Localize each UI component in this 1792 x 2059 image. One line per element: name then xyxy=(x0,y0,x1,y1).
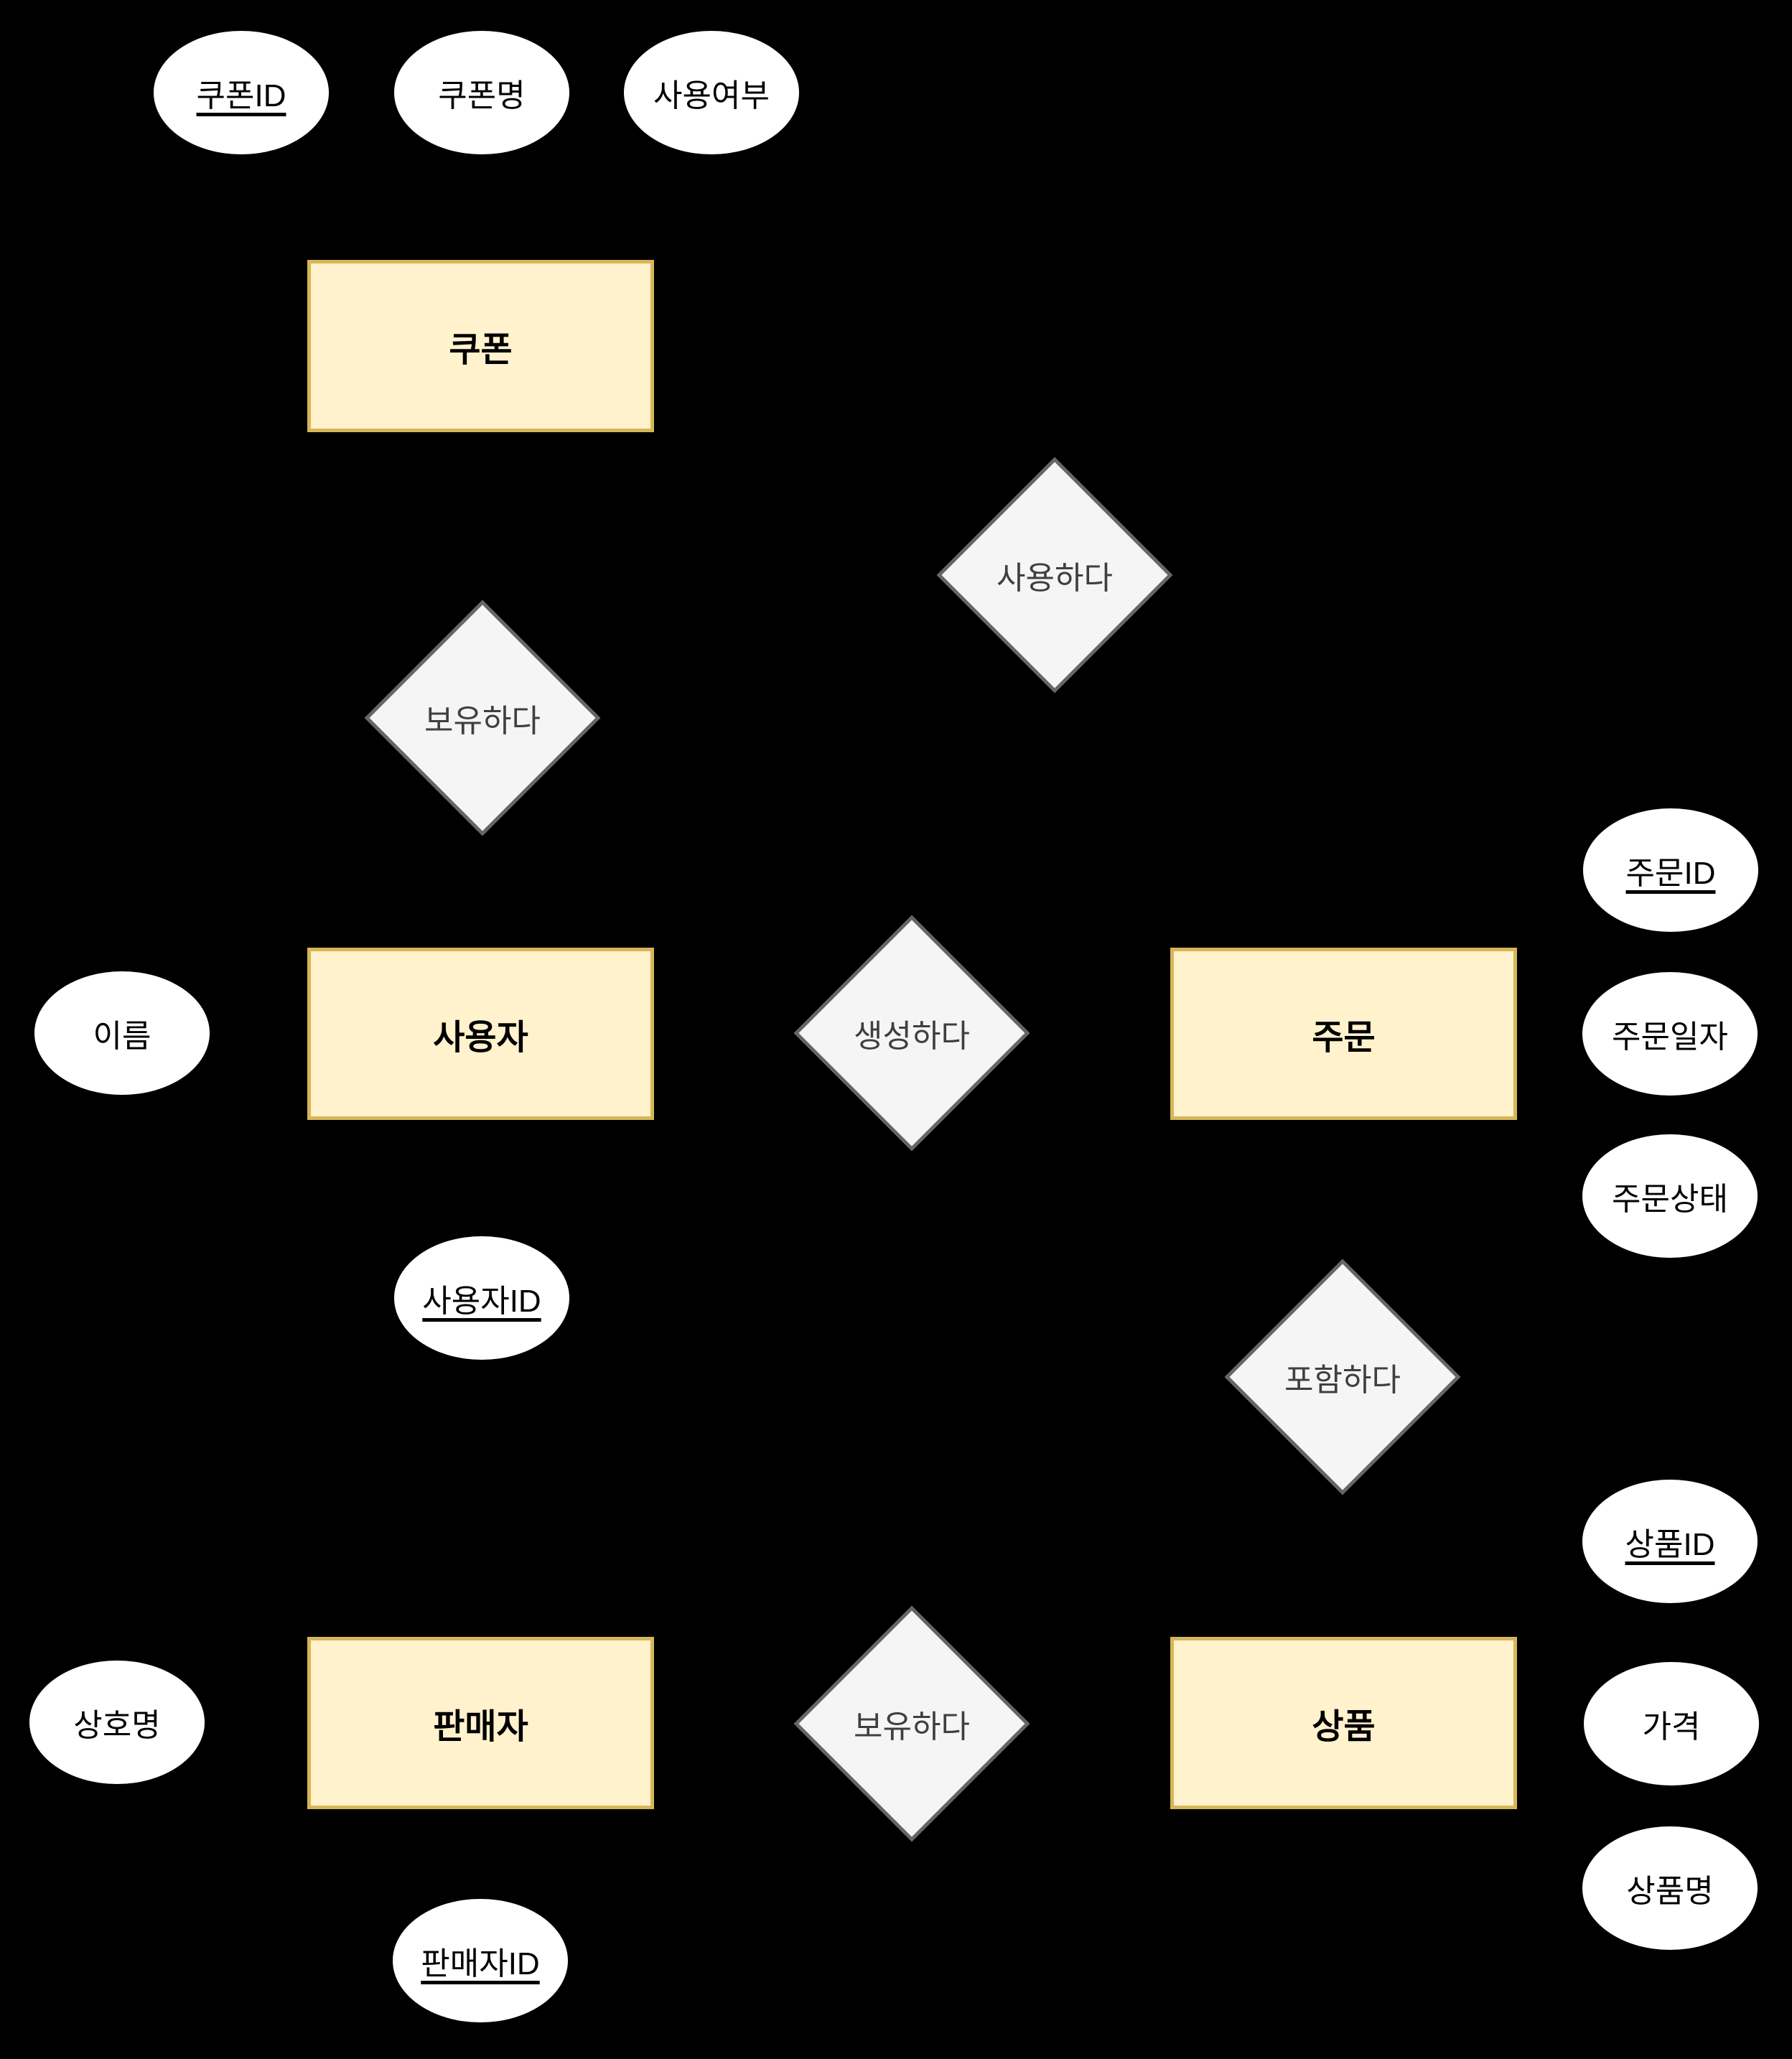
relationship-include-diamond xyxy=(1224,1259,1461,1495)
relationship-hold-coupon-diamond xyxy=(364,599,601,836)
entity-order: 주문 xyxy=(1170,948,1517,1120)
entity-coupon: 쿠폰 xyxy=(307,260,654,432)
attribute-product-name: 상품명 xyxy=(1582,1826,1758,1950)
attribute-user-id-label: 사용자ID xyxy=(422,1284,541,1319)
relationship-hold-product-diamond xyxy=(793,1605,1030,1842)
attribute-seller-id: 판매자ID xyxy=(393,1899,568,2022)
relationship-create-diamond xyxy=(793,915,1030,1152)
entity-product: 상품 xyxy=(1170,1637,1517,1809)
attribute-price: 가격 xyxy=(1584,1662,1759,1785)
attribute-usage-status: 사용여부 xyxy=(624,31,799,154)
attribute-product-id: 상품ID xyxy=(1582,1480,1758,1603)
attribute-order-status: 주문상태 xyxy=(1582,1134,1758,1258)
attribute-name: 이름 xyxy=(34,971,210,1095)
relationship-hold-coupon-label: 보유하다 xyxy=(424,704,541,739)
entity-user: 사용자 xyxy=(307,948,654,1120)
attribute-order-id: 주문ID xyxy=(1583,808,1758,932)
attribute-order-id-label: 주문ID xyxy=(1625,856,1716,891)
relationship-use-diamond xyxy=(936,457,1173,694)
attribute-coupon-name: 쿠폰명 xyxy=(394,31,569,154)
relationship-include-label: 포함하다 xyxy=(1284,1363,1401,1398)
entity-seller: 판매자 xyxy=(307,1637,654,1809)
relationship-hold-product-label: 보유하다 xyxy=(854,1709,970,1745)
relationship-use-label: 사용하다 xyxy=(997,561,1113,596)
attribute-coupon-id-label: 쿠폰ID xyxy=(196,78,286,113)
relationship-create-label: 생성하다 xyxy=(854,1019,970,1054)
attribute-store-name: 상호명 xyxy=(29,1661,205,1784)
attribute-order-date: 주문일자 xyxy=(1582,972,1758,1096)
attribute-user-id: 사용자ID xyxy=(394,1236,569,1360)
attribute-coupon-id: 쿠폰ID xyxy=(154,31,329,154)
attribute-seller-id-label: 판매자ID xyxy=(421,1946,540,1981)
attribute-product-id-label: 상품ID xyxy=(1625,1527,1715,1562)
